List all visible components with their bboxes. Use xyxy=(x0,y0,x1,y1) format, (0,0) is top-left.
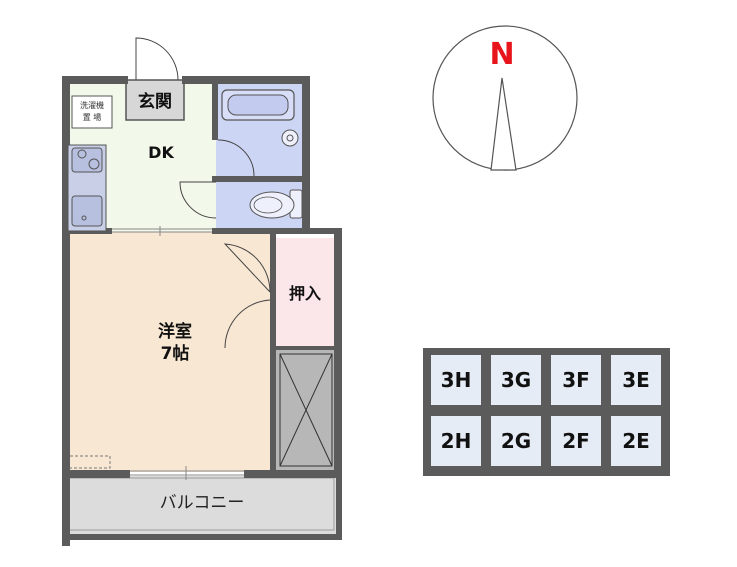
washer-label-2: 置 場 xyxy=(83,112,102,122)
unit-label: 2E xyxy=(622,429,650,453)
unit-cell xyxy=(431,416,481,466)
dk-sliding-door xyxy=(112,226,212,236)
entrance-label: 玄関 xyxy=(138,91,172,112)
western-room-floor xyxy=(66,232,276,472)
unit-cell xyxy=(611,416,661,466)
toilet-seat xyxy=(253,196,283,214)
bathtub-basin xyxy=(227,94,289,116)
unit-cell xyxy=(551,355,601,405)
basin-drain-icon xyxy=(286,134,294,142)
closet-door-swing-top xyxy=(223,243,271,293)
unit-cell xyxy=(611,355,661,405)
toilet-bowl-icon xyxy=(249,191,295,219)
storage-void-frame xyxy=(279,353,333,467)
floor-hatch xyxy=(70,455,111,469)
unit-label: 3G xyxy=(501,368,531,392)
closet-label: 押入 xyxy=(289,284,321,303)
unit-label: 3F xyxy=(562,368,590,392)
dk-label: DK xyxy=(148,143,174,162)
burner-icon xyxy=(77,149,87,159)
toilet-door-swing xyxy=(179,181,217,219)
balcony-label: バルコニー xyxy=(160,493,245,513)
compass-north-label: N xyxy=(489,37,514,72)
sink-drain-icon xyxy=(81,215,87,221)
entrance-door-swing xyxy=(135,37,179,81)
western-room-size: 7帖 xyxy=(161,343,190,364)
unit-label: 3H xyxy=(441,368,472,392)
unit-label: 2F xyxy=(562,429,590,453)
washer-label-1: 洗濯機 xyxy=(80,100,104,110)
walls xyxy=(62,76,342,546)
closet-door-swing-bottom xyxy=(224,299,271,349)
entrance-area xyxy=(125,79,185,121)
bathroom-door-swing xyxy=(217,139,255,177)
unit-label: 2H xyxy=(441,429,472,453)
unit-cell xyxy=(431,355,481,405)
balcony-sliding-window xyxy=(130,466,244,480)
unit-label: 3E xyxy=(622,368,650,392)
unit-cell xyxy=(551,416,601,466)
burner-icon xyxy=(88,158,100,170)
western-room-label: 洋室 xyxy=(158,321,192,342)
balcony-floor xyxy=(64,476,340,536)
compass-arrow-icon xyxy=(490,77,517,171)
storage-void-cross xyxy=(279,353,333,467)
washer-space xyxy=(71,95,113,129)
unit-cell xyxy=(491,355,541,405)
unit-cell xyxy=(491,416,541,466)
kitchen-stove xyxy=(71,147,103,173)
unit-label: 2G xyxy=(501,429,531,453)
closet-floor xyxy=(276,238,334,350)
kitchen-sink xyxy=(71,195,103,227)
wash-basin xyxy=(281,129,299,147)
